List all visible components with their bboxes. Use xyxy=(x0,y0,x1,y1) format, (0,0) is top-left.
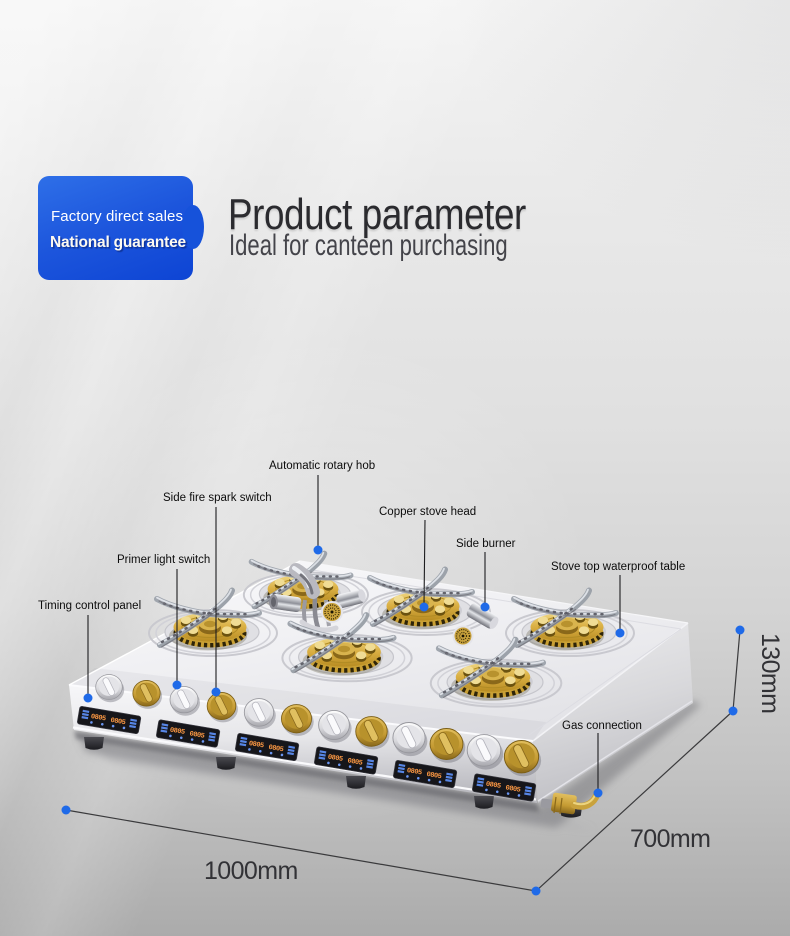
svg-text:700mm: 700mm xyxy=(630,825,710,853)
svg-text:1000mm: 1000mm xyxy=(204,857,298,885)
svg-text:130mm: 130mm xyxy=(756,633,784,713)
